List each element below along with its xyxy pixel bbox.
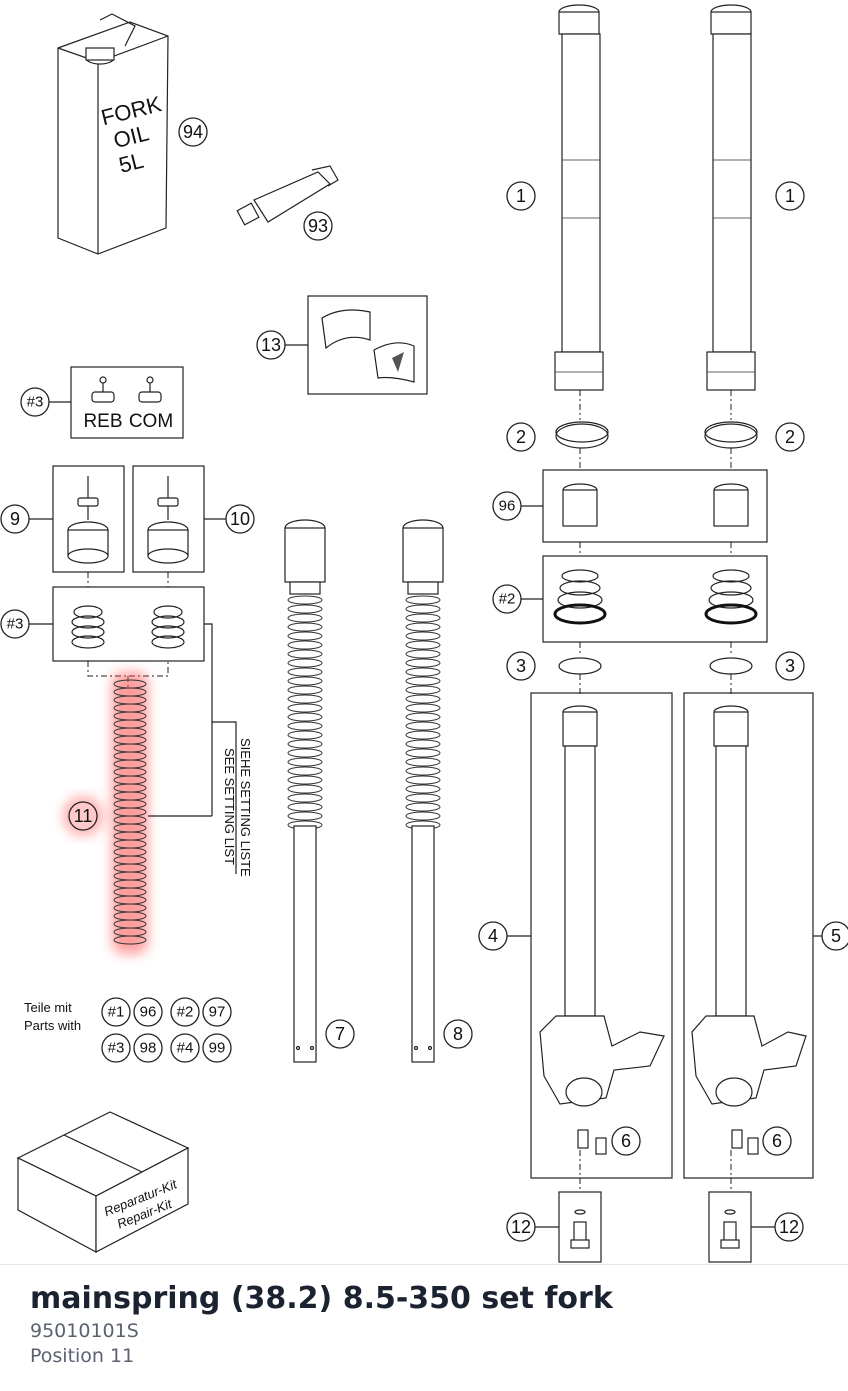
- setting-note-en: SEE SETTING LIST: [222, 748, 237, 865]
- oil-can-text-3: 5L: [116, 148, 146, 178]
- callout-12-right[interactable]: 12: [751, 1212, 804, 1242]
- com-label: COM: [129, 411, 173, 432]
- svg-text:2: 2: [516, 427, 526, 447]
- callout-10[interactable]: 10: [204, 504, 255, 534]
- svg-text:1: 1: [785, 186, 795, 206]
- svg-text:96: 96: [140, 1004, 157, 1021]
- callout-8[interactable]: 8: [443, 1019, 473, 1049]
- svg-text:#4: #4: [177, 1040, 194, 1057]
- callout-2-right[interactable]: 2: [775, 422, 805, 452]
- callout-hash3-top[interactable]: #3: [20, 387, 71, 417]
- callout-6-left[interactable]: 6: [611, 1126, 641, 1156]
- svg-text:5: 5: [831, 926, 841, 946]
- callout-1-right[interactable]: 1: [775, 181, 805, 211]
- svg-text:8: 8: [453, 1024, 463, 1044]
- svg-text:4: 4: [488, 926, 498, 946]
- cartridge-7[interactable]: [284, 519, 326, 1063]
- svg-text:97: 97: [209, 1004, 226, 1021]
- svg-text:#3: #3: [27, 394, 44, 411]
- svg-text:99: 99: [209, 1040, 226, 1057]
- upper-tube-left[interactable]: [554, 4, 604, 391]
- o-ring-right[interactable]: [709, 657, 753, 675]
- cartridge-8[interactable]: [402, 519, 444, 1063]
- callout-2-left[interactable]: 2: [506, 422, 536, 452]
- callout-7[interactable]: 7: [325, 1019, 355, 1049]
- callout-12-left[interactable]: 12: [506, 1212, 559, 1242]
- lower-leg-left-box[interactable]: [530, 692, 673, 1179]
- callout-3-right[interactable]: 3: [775, 651, 805, 681]
- svg-text:96: 96: [499, 498, 516, 515]
- callout-6-right[interactable]: 6: [762, 1126, 792, 1156]
- callout-3-left[interactable]: 3: [506, 651, 536, 681]
- svg-text:13: 13: [261, 335, 281, 355]
- svg-text:#3: #3: [7, 616, 24, 633]
- callout-hash2[interactable]: #2: [492, 584, 543, 614]
- lower-leg-right-box[interactable]: [683, 692, 814, 1179]
- svg-text:93: 93: [308, 216, 328, 236]
- clamp-sleeves-box[interactable]: [307, 295, 428, 395]
- parts-with-legend: Teile mit Parts with #1 96 #2 97 #3 98 #…: [24, 997, 232, 1063]
- guide-ring-left[interactable]: [555, 421, 609, 449]
- svg-text:2: 2: [785, 427, 795, 447]
- svg-text:6: 6: [772, 1131, 782, 1151]
- callout-94[interactable]: 94: [178, 117, 208, 147]
- guide-ring-right[interactable]: [704, 421, 758, 449]
- fork-oil-can[interactable]: FORK OIL 5L: [57, 13, 169, 255]
- spring-set-box[interactable]: [52, 586, 205, 662]
- part-title: mainspring (38.2) 8.5-350 set fork: [30, 1281, 613, 1316]
- cap-assembly-10[interactable]: [132, 465, 205, 573]
- callout-11[interactable]: 11: [63, 796, 212, 836]
- setting-note-de: SIEHE SETTING LISTE: [238, 738, 253, 877]
- svg-text:6: 6: [621, 1131, 631, 1151]
- svg-text:11: 11: [74, 806, 93, 826]
- svg-text:Teile mit: Teile mit: [24, 1000, 72, 1015]
- svg-text:10: 10: [230, 509, 250, 529]
- part-position: Position 11: [30, 1345, 135, 1367]
- svg-text:#1: #1: [108, 1004, 125, 1021]
- callout-hash3-springs[interactable]: #3: [0, 609, 53, 639]
- reb-label: REB: [83, 411, 122, 432]
- adjuster-set-box[interactable]: REB COM: [70, 366, 184, 439]
- setting-list-note: SIEHE SETTING LISTE SEE SETTING LIST: [204, 623, 253, 877]
- svg-text:98: 98: [140, 1040, 157, 1057]
- callout-4[interactable]: 4: [478, 921, 531, 951]
- cap-assembly-9[interactable]: [52, 465, 125, 573]
- svg-text:94: 94: [183, 122, 203, 142]
- part-number: 95010101S: [30, 1320, 139, 1342]
- svg-text:#3: #3: [108, 1040, 125, 1057]
- bolt-box-left[interactable]: [558, 1191, 602, 1263]
- part-info-panel: mainspring (38.2) 8.5-350 set fork 95010…: [0, 1264, 848, 1391]
- svg-text:3: 3: [785, 656, 795, 676]
- svg-text:9: 9: [10, 509, 20, 529]
- seal-set-box[interactable]: [542, 555, 768, 643]
- svg-text:12: 12: [779, 1217, 799, 1237]
- callout-9[interactable]: 9: [0, 504, 53, 534]
- callout-5[interactable]: 5: [813, 921, 848, 951]
- svg-text:Parts with: Parts with: [24, 1018, 81, 1033]
- grease-tube[interactable]: [236, 165, 339, 226]
- repair-kit-box[interactable]: Reparatur-Kit Repair-Kit: [16, 1111, 190, 1254]
- svg-text:7: 7: [335, 1024, 345, 1044]
- svg-text:1: 1: [516, 186, 526, 206]
- callout-13[interactable]: 13: [256, 330, 308, 360]
- bolt-box-right[interactable]: [708, 1191, 752, 1263]
- svg-text:#2: #2: [499, 591, 516, 608]
- upper-tube-right[interactable]: [706, 4, 756, 391]
- svg-text:3: 3: [516, 656, 526, 676]
- callout-96[interactable]: 96: [492, 491, 543, 521]
- callout-93[interactable]: 93: [303, 211, 333, 241]
- callout-1-left[interactable]: 1: [506, 181, 536, 211]
- bushing-box[interactable]: [542, 469, 768, 543]
- main-spring-11-highlighted[interactable]: [112, 672, 148, 954]
- svg-text:#2: #2: [177, 1004, 194, 1021]
- svg-text:12: 12: [511, 1217, 531, 1237]
- o-ring-left[interactable]: [558, 657, 602, 675]
- exploded-parts-diagram: FORK OIL 5L 94 93 13 REB COM: [0, 4, 848, 1263]
